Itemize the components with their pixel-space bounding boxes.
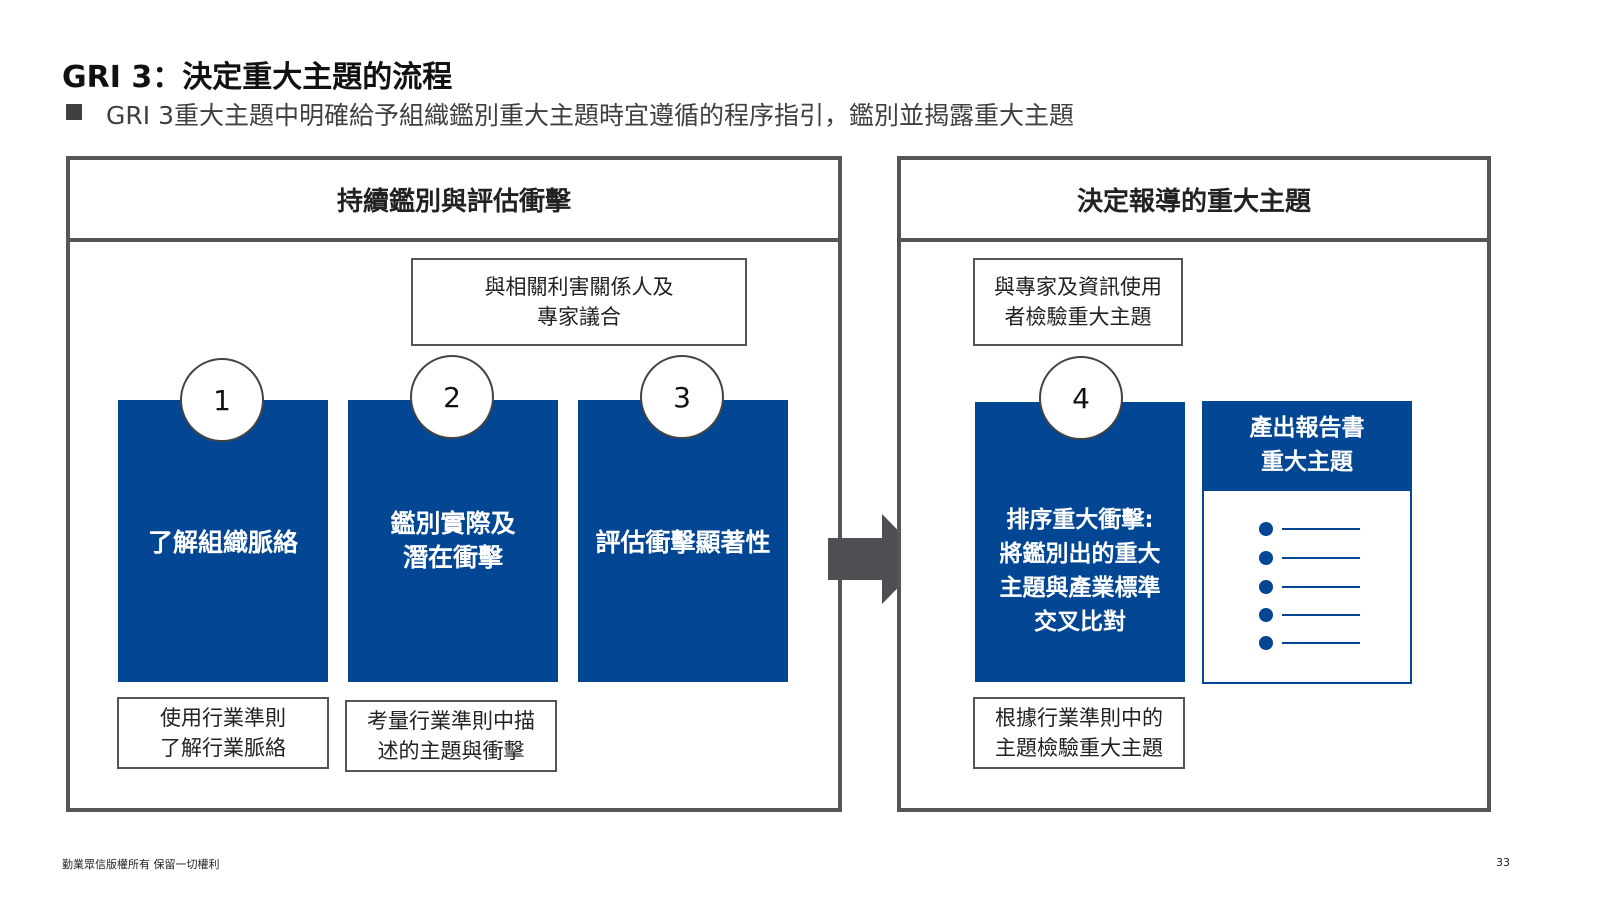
list-bullet-icon [1259, 580, 1273, 594]
square-bullet-icon [66, 104, 82, 120]
left-panel-header: 持續鑑別與評估衝擊 [70, 160, 838, 242]
list-bullet-icon [1259, 636, 1273, 650]
step-4-note: 根據行業準則中的 主題檢驗重大主題 [973, 697, 1185, 769]
report-title-box: 產出報告書 重大主題 [1202, 401, 1412, 489]
page-subtitle: GRI 3重大主題中明確給予組織鑑別重大主題時宜遵循的程序指引，鑑別並揭露重大主… [106, 101, 1074, 130]
step-4-number-circle: 4 [1039, 356, 1123, 440]
page-number: 33 [1496, 856, 1510, 869]
step-1-note: 使用行業準則 了解行業脈絡 [117, 697, 329, 769]
list-bullet-icon [1259, 551, 1273, 565]
step-4-box: 排序重大衝擊: 將鑑別出的重大 主題與產業標準 交叉比對 [975, 402, 1185, 682]
list-line [1282, 642, 1360, 644]
list-line [1282, 557, 1360, 559]
step-3-box: 評估衝擊顯著性 [578, 400, 788, 682]
list-line [1282, 614, 1360, 616]
step-2-note: 考量行業準則中描 述的主題與衝擊 [345, 700, 557, 772]
right-panel-header: 決定報導的重大主題 [901, 160, 1487, 242]
list-line [1282, 586, 1360, 588]
list-bullet-icon [1259, 608, 1273, 622]
report-document-box [1202, 489, 1412, 684]
list-line [1282, 528, 1360, 530]
step-1-box: 了解組織脈絡 [118, 400, 328, 682]
step-2-number-circle: 2 [410, 355, 494, 439]
list-bullet-icon [1259, 522, 1273, 536]
step-2-box: 鑑別實際及 潛在衝擊 [348, 400, 558, 682]
stakeholder-engagement-note: 與相關利害關係人及 專家議合 [411, 258, 747, 346]
step-1-number-circle: 1 [180, 358, 264, 442]
page-title: GRI 3：決定重大主題的流程 [62, 60, 453, 95]
expert-review-note: 與專家及資訊使用 者檢驗重大主題 [973, 258, 1183, 346]
step-3-number-circle: 3 [640, 355, 724, 439]
footer-copyright: 勤業眾信版權所有 保留一切權利 [62, 858, 220, 871]
